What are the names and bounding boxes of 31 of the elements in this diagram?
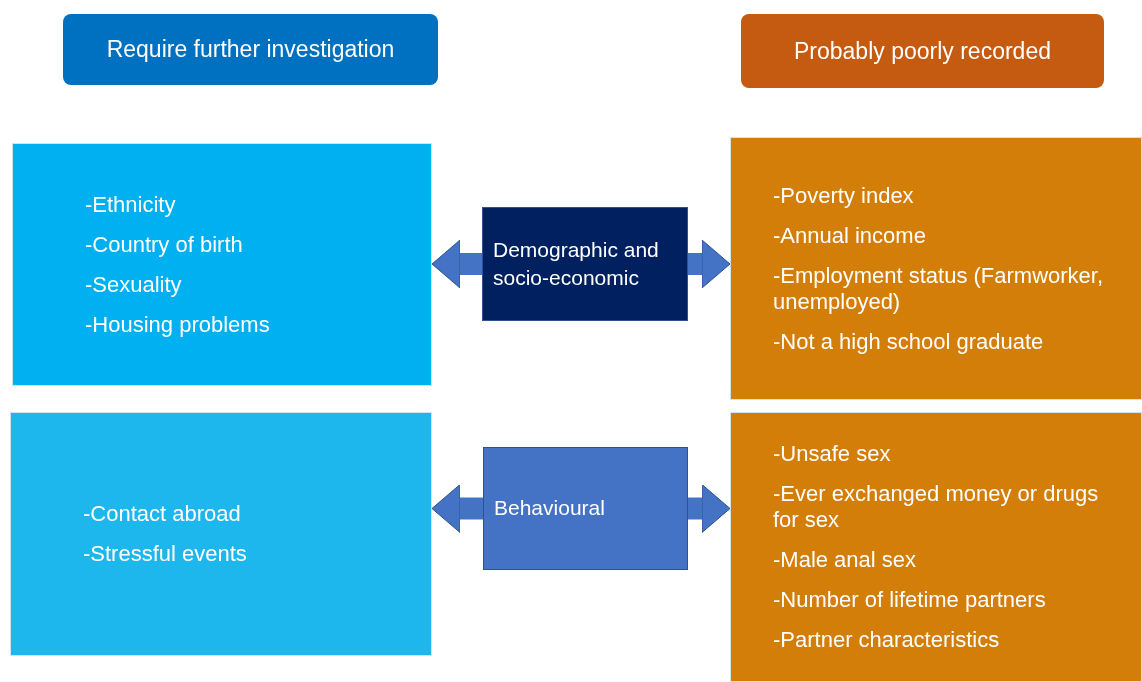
block-arrow: [688, 484, 731, 533]
list-item: -Poverty index: [773, 182, 915, 209]
category-label: Demographic and socio-economic: [493, 236, 660, 291]
list-item: -Ethnicity: [85, 191, 177, 218]
list-item: -Partner characteristics: [773, 627, 1001, 653]
list-item: -Housing problems: [85, 311, 271, 338]
list-box: [12, 143, 432, 386]
list-item: -Sexuality: [85, 271, 183, 298]
list-item: -Male anal sex: [773, 547, 918, 573]
block-arrow: [688, 239, 731, 289]
header-box: [63, 14, 438, 85]
block-arrow: [431, 484, 483, 533]
list-box: [730, 137, 1142, 400]
list-item: -Contact abroad: [83, 501, 242, 527]
category-label: Behavioural: [494, 495, 605, 522]
block-arrow: [431, 239, 482, 289]
list-item: -Country of birth: [85, 231, 244, 258]
list-box: [10, 412, 432, 656]
category-box: [483, 447, 688, 570]
header-box: [741, 14, 1104, 88]
list-item: -Number of lifetime partners: [773, 587, 1047, 613]
list-item: -Stressful events: [83, 541, 248, 567]
list-item: -Annual income: [773, 222, 927, 249]
category-box: [482, 207, 688, 321]
list-item: -Not a high school graduate: [773, 328, 1045, 355]
list-item: -Unsafe sex: [773, 441, 892, 467]
header-text: Probably poorly recorded: [794, 37, 1051, 65]
list-item: -Employment status (Farmworker, unemployed): [773, 262, 1105, 315]
list-box: [730, 412, 1142, 682]
header-text: Require further investigation: [106, 36, 395, 63]
list-item: -Ever exchanged money or drugs for sex: [773, 481, 1100, 533]
